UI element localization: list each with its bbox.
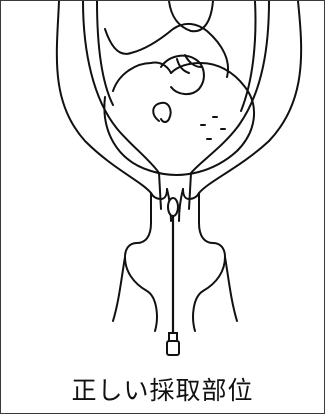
- vaginal-wall-left: [125, 223, 157, 331]
- caption: 正しい採取部位: [1, 371, 324, 407]
- vaginal-wall-right: [193, 223, 225, 331]
- fetus-ear: [153, 103, 170, 122]
- fetus-head-outline: [104, 63, 254, 175]
- membrane-line: [97, 1, 113, 105]
- uterus-outer-wall-right: [199, 1, 301, 223]
- swab-tip: [168, 198, 178, 216]
- uterus-inner-wall: [83, 1, 161, 209]
- uterus-inner-wall-right: [189, 1, 269, 209]
- membrane-line-right: [241, 1, 255, 111]
- swab-handle: [167, 333, 179, 355]
- fetus-hand: [161, 56, 204, 94]
- vulva-right: [225, 257, 237, 321]
- vulva-left: [113, 257, 125, 321]
- fetus-scalp: [201, 117, 225, 139]
- medical-illustration: [1, 1, 324, 363]
- fetus-body: [105, 24, 228, 77]
